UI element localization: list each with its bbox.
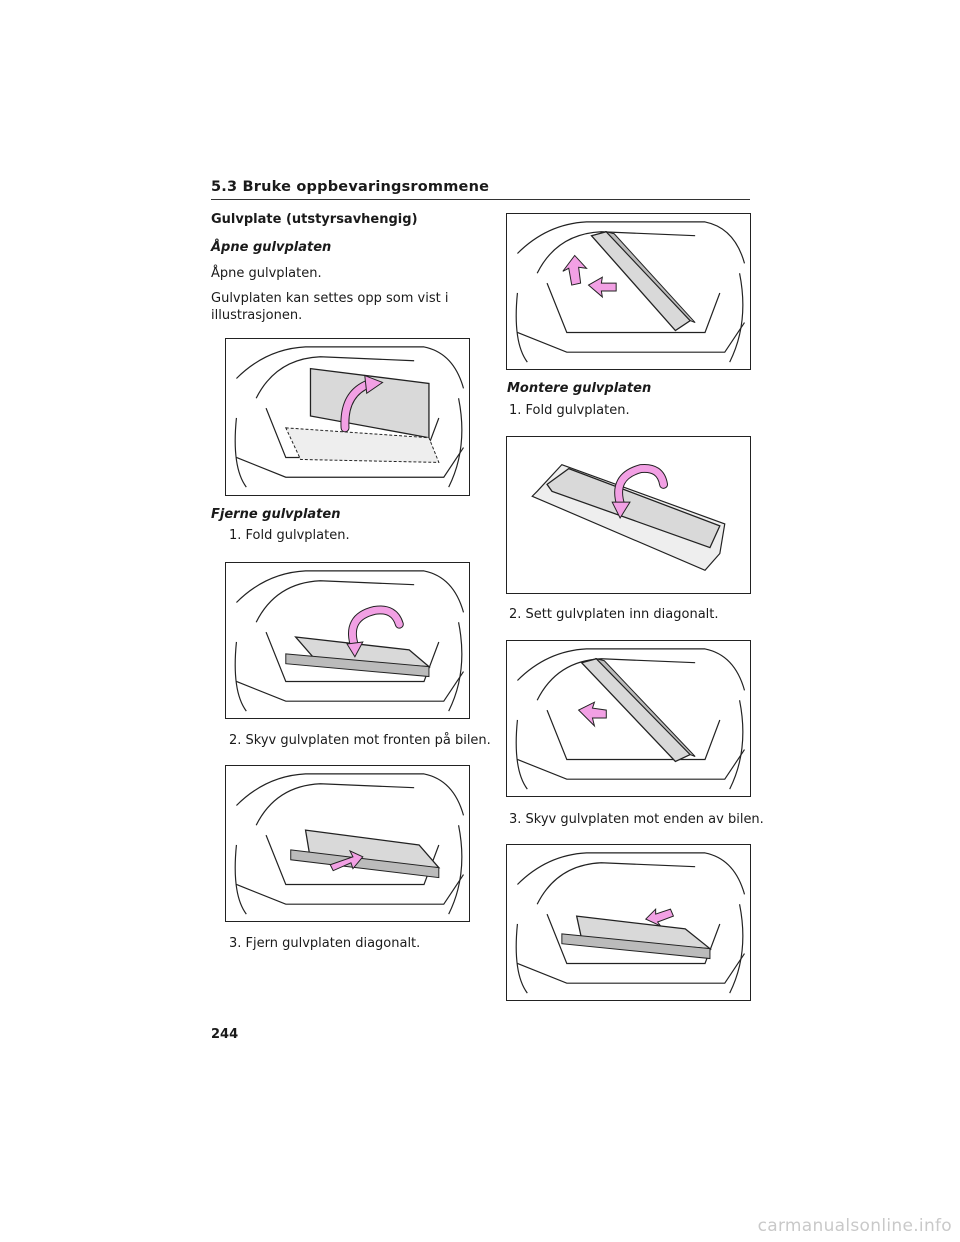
trunk-illustration-icon bbox=[515, 852, 746, 994]
figure-fold-loose bbox=[506, 436, 751, 594]
trunk-illustration-icon bbox=[234, 346, 465, 488]
section-divider bbox=[211, 199, 750, 200]
install-step-2: 2. Sett gulvplaten inn diagonalt. bbox=[509, 607, 719, 622]
subheading-remove: Fjerne gulvplaten bbox=[211, 507, 341, 522]
subheading-install: Montere gulvplaten bbox=[507, 381, 652, 396]
install-step-3: 3. Skyv gulvplaten mot enden av bilen. bbox=[509, 812, 764, 827]
figure-push-rear bbox=[506, 844, 751, 1001]
trunk-illustration-icon bbox=[515, 221, 746, 363]
page-number: 244 bbox=[211, 1027, 239, 1042]
install-step-1: 1. Fold gulvplaten. bbox=[509, 403, 630, 418]
figure-fold-board bbox=[225, 562, 470, 719]
open-text: Åpne gulvplaten. bbox=[211, 266, 322, 281]
figure-diagonal-remove bbox=[506, 213, 751, 370]
remove-step-1: 1. Fold gulvplaten. bbox=[229, 528, 350, 543]
remove-step-2: 2. Skyv gulvplaten mot fronten på bilen. bbox=[229, 733, 491, 748]
trunk-illustration-icon bbox=[234, 773, 465, 915]
heading-floor-board: Gulvplate (utstyrsavhengig) bbox=[211, 212, 418, 227]
section-title: 5.3 Bruke oppbevaringsrommene bbox=[211, 179, 490, 195]
floor-board-illustration-icon bbox=[531, 463, 726, 572]
remove-step-3: 3. Fjern gulvplaten diagonalt. bbox=[229, 936, 421, 951]
figure-open-board bbox=[225, 338, 470, 496]
trunk-illustration-icon bbox=[515, 648, 746, 790]
trunk-illustration-icon bbox=[234, 570, 465, 712]
figure-push-front bbox=[225, 765, 470, 922]
watermark: carmanualsonline.info bbox=[757, 1216, 952, 1236]
subheading-open: Åpne gulvplaten bbox=[211, 240, 332, 255]
figure-diagonal-insert bbox=[506, 640, 751, 797]
open-note: Gulvplaten kan settes opp som vist i ill… bbox=[211, 291, 449, 323]
